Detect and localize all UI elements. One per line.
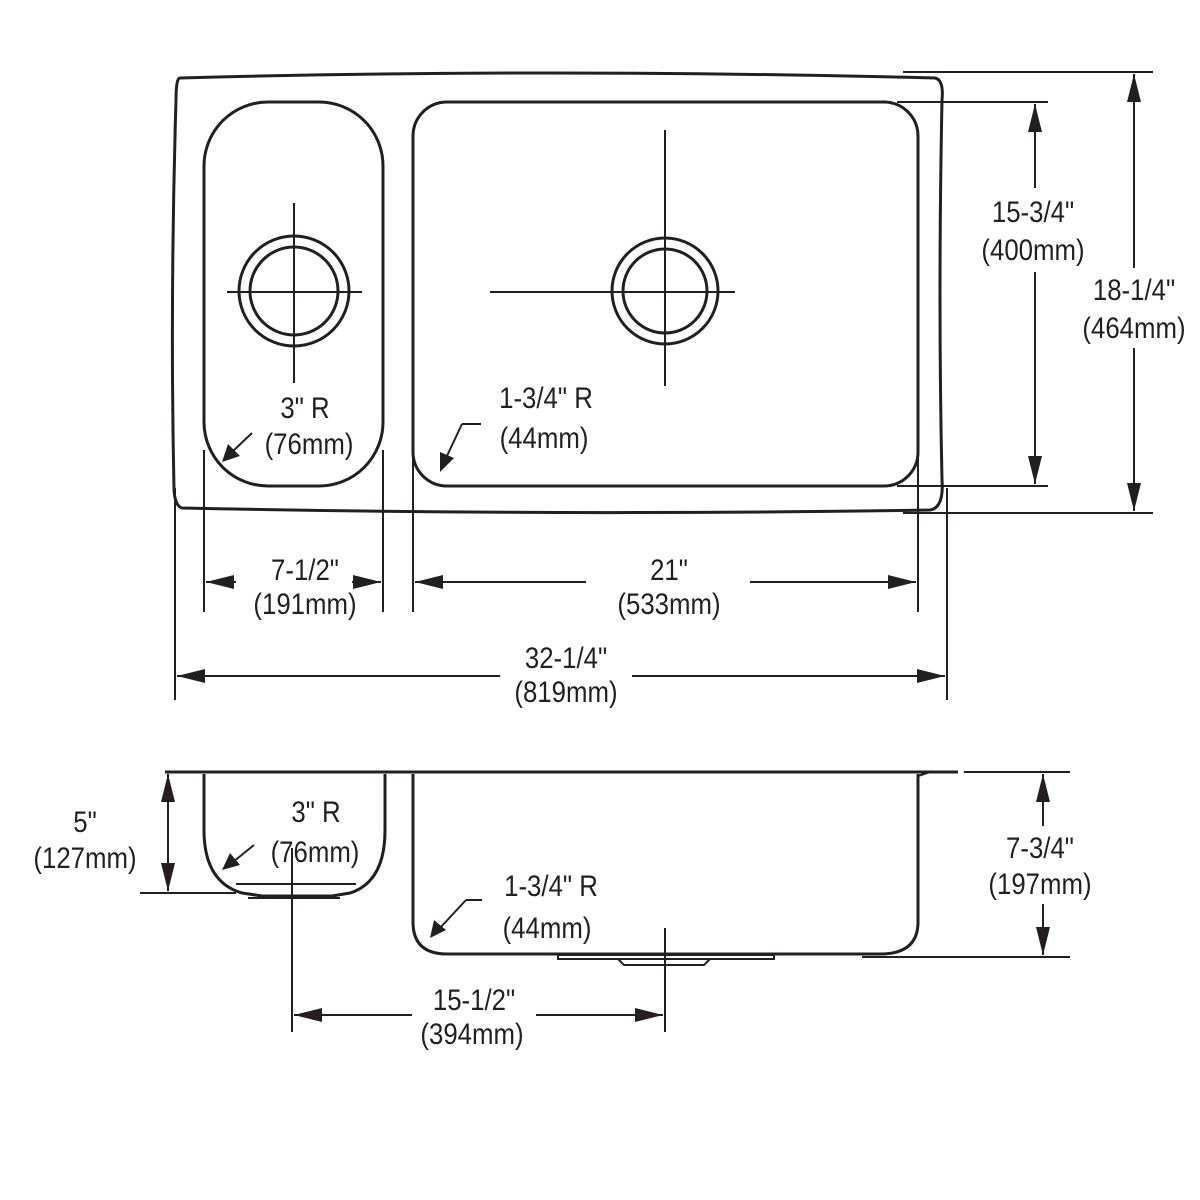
large-bowl-outline: [411, 100, 920, 488]
large-bowl-width-mm: (533mm): [617, 587, 720, 620]
bowl-front-back-mm: (400mm): [981, 233, 1084, 266]
top-large-radius-mm: (44mm): [500, 421, 589, 454]
side-view: 5" (127mm) 7-3/4" (197mm) 15-1/2" (394mm…: [33, 770, 1092, 1050]
overall-width-in: 32-1/4": [525, 641, 607, 674]
small-bowl-depth-in: 5": [73, 805, 96, 838]
small-radius-leader: [231, 432, 253, 453]
small-bowl-width-mm: (191mm): [253, 587, 356, 620]
side-small-bowl-profile: [202, 774, 387, 898]
large-bowl-depth-in: 7-3/4": [1006, 831, 1074, 864]
top-large-radius-in: 1-3/4" R: [499, 381, 593, 414]
drain-spacing-in: 15-1/2": [433, 983, 515, 1016]
top-view: 7-1/2" (191mm) 21" (533mm) 32-1/4" (819m…: [170, 71, 1186, 708]
large-bowl-width-in: 21": [650, 553, 688, 586]
large-bowl-depth-mm: (197mm): [988, 867, 1091, 900]
top-small-radius-mm: (76mm): [265, 427, 354, 460]
side-large-radius-arrowhead: [430, 920, 446, 938]
top-small-radius-in: 3" R: [280, 391, 329, 424]
large-radius-leader-angled: [445, 423, 463, 459]
dim-drain-spacing: 15-1/2" (394mm): [294, 983, 663, 1050]
overall-front-back-in: 18-1/4": [1093, 273, 1175, 306]
side-large-bowl-rim-lip: [917, 771, 931, 777]
dim-small-bowl-width: 7-1/2" (191mm): [206, 553, 381, 620]
side-large-radius-mm: (44mm): [503, 911, 592, 944]
bowl-front-back-in: 15-3/4": [992, 195, 1074, 228]
side-small-radius-leader: [232, 844, 255, 863]
overall-width-mm: (819mm): [514, 675, 617, 708]
dim-large-bowl-depth: 7-3/4" (197mm): [988, 774, 1092, 955]
dim-overall-width: 32-1/4" (819mm): [177, 641, 945, 708]
side-small-radius-in: 3" R: [291, 795, 340, 828]
overall-front-back-mm: (464mm): [1082, 311, 1185, 344]
sink-outer-rim: [170, 71, 944, 515]
dim-bowl-front-back: 15-3/4" (400mm): [981, 104, 1085, 484]
side-small-radius-arrowhead: [222, 853, 240, 870]
small-radius-arrowhead: [222, 444, 240, 462]
side-large-bowl-profile: [411, 774, 920, 956]
dim-large-bowl-width: 21" (533mm): [415, 553, 916, 620]
small-bowl-width-in: 7-1/2": [271, 553, 339, 586]
small-bowl-outline: [202, 100, 385, 488]
side-large-radius-in: 1-3/4" R: [504, 869, 598, 902]
side-small-radius-mm: (76mm): [271, 835, 360, 868]
dim-overall-front-back: 18-1/4" (464mm): [1082, 74, 1186, 511]
large-radius-arrowhead: [440, 452, 454, 472]
drain-spacing-mm: (394mm): [420, 1017, 523, 1050]
small-bowl-depth-mm: (127mm): [33, 841, 136, 874]
side-large-radius-leader-angled: [439, 899, 467, 929]
dim-small-bowl-depth: 5" (127mm): [33, 774, 175, 891]
